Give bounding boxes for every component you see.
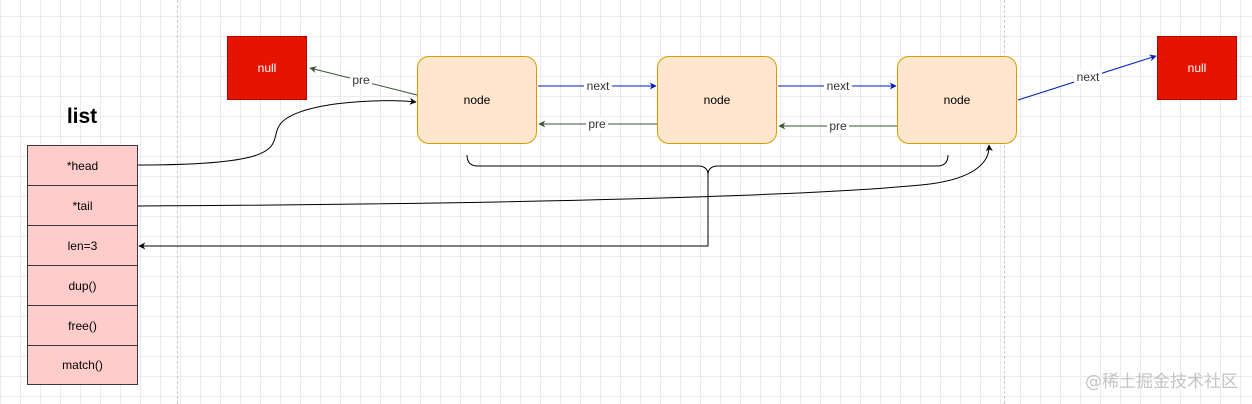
list-node-2: node (657, 56, 777, 144)
edge-label-bg (350, 73, 372, 87)
list-field-len: len=3 (27, 225, 138, 265)
edge-label-pre: pre (352, 73, 370, 87)
list-field-free: free() (27, 305, 138, 345)
node-group-brace (466, 154, 949, 176)
page-break-line (1004, 0, 1005, 404)
list-field-dup: dup() (27, 265, 138, 305)
list-field-tail: *tail (27, 185, 138, 225)
page-break-line (177, 0, 178, 404)
edge-label-pre: pre (588, 117, 606, 131)
list-field-head: *head (27, 145, 138, 185)
edge-label-bg (584, 79, 612, 93)
edge-tail-to-node3 (137, 144, 993, 207)
edge-label-next: next (827, 79, 850, 93)
edge-label-next: next (1077, 70, 1100, 84)
list-node-3: node (897, 56, 1017, 144)
edge-label-next: next (587, 79, 610, 93)
list-node-1: node (417, 56, 537, 144)
null-box-right: null (1157, 36, 1237, 100)
edge-label-bg (586, 117, 608, 131)
watermark: @稀土掘金技术社区 (1085, 372, 1238, 392)
list-field-match: match() (27, 345, 138, 385)
list-title: list (66, 105, 98, 128)
list-struct: *head *tail len=3 dup() free() match() (27, 145, 138, 385)
edge-brace-to-len (138, 175, 709, 250)
edge-label-bg (827, 119, 849, 133)
null-box-left: null (227, 36, 307, 100)
edge-head-to-node1 (137, 97, 417, 166)
edge-label-bg (824, 79, 852, 93)
edge-label-bg (1074, 70, 1102, 84)
edge-label-pre: pre (829, 119, 847, 133)
